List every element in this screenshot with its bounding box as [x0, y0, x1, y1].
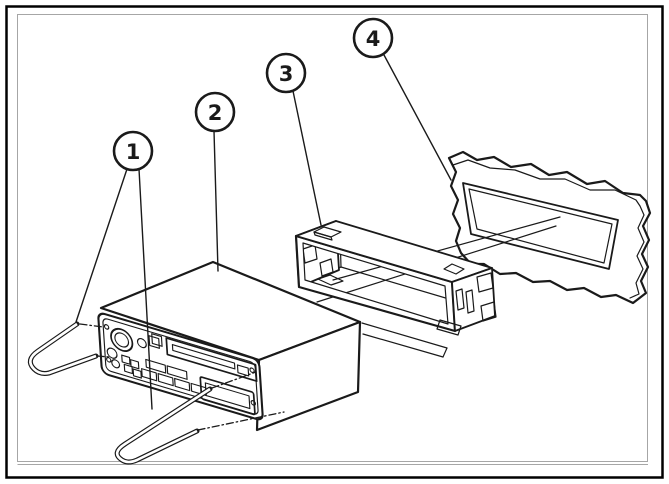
sleeve-bottom-tab	[436, 319, 462, 336]
insertion-guide-line-4	[197, 411, 285, 431]
alignment-line-upper	[332, 216, 561, 281]
callout-4-circle	[352, 17, 394, 59]
leader-line-1a	[75, 168, 128, 323]
bezel-opening	[462, 182, 619, 270]
preset-button-1	[145, 358, 167, 374]
insertion-guide-line-1	[79, 323, 104, 328]
radio-face-inner-bezel	[102, 318, 259, 415]
radio-face-outer-bezel	[97, 312, 264, 421]
removal-tool-upper-inner	[29, 322, 97, 375]
sleeve-right-hole-1	[476, 272, 494, 293]
sleeve-bottom-shelf-edge-1	[361, 322, 448, 349]
display-window	[199, 376, 256, 416]
diagram-artwork: 1 2 3 4	[27, 17, 652, 465]
small-button-2	[130, 359, 140, 370]
insertion-guide-line-3	[211, 371, 257, 389]
sleeve-top-tab-right	[443, 263, 465, 275]
volume-knob-cap	[114, 332, 130, 348]
eject-button-top	[151, 333, 163, 347]
mounting-sleeve	[294, 220, 497, 358]
sleeve-right-slot-1	[465, 289, 475, 314]
callout-2: 2	[194, 91, 236, 133]
callout-3-number: 3	[279, 62, 294, 86]
callouts: 1 2 3 4	[75, 17, 452, 410]
radio-unit	[97, 260, 362, 432]
preset-button-5	[174, 377, 191, 392]
cassette-door	[165, 337, 258, 382]
balance-knob	[106, 347, 118, 359]
leader-line-1b	[138, 168, 153, 410]
callout-1: 1	[112, 130, 154, 172]
callout-3: 3	[265, 52, 307, 94]
tool-hole-right-bottom	[250, 400, 256, 406]
sleeve-top-tab-left-side	[313, 231, 333, 241]
preset-button-3	[141, 368, 158, 382]
tuning-button	[136, 337, 147, 349]
fader-knob	[111, 359, 121, 369]
callout-4: 4	[352, 17, 394, 59]
small-button-4	[132, 368, 142, 379]
eject-button-front	[148, 335, 160, 349]
preset-button-4	[157, 372, 174, 387]
callout-4-number: 4	[366, 27, 381, 51]
leader-line-3	[292, 90, 322, 226]
insertion-guide-line-2	[96, 355, 110, 358]
radio-face	[97, 312, 264, 421]
small-button-3	[123, 363, 134, 375]
callout-2-number: 2	[208, 101, 223, 125]
callout-1-number: 1	[126, 140, 141, 164]
removal-tool-lower-inner	[115, 387, 211, 464]
bezel-opening-bevel	[468, 188, 613, 264]
bezel-edge-thickness-line	[452, 159, 645, 299]
preset-button-2	[166, 365, 188, 380]
tool-hole-right-top	[249, 367, 255, 374]
tool-hole-left-bottom	[106, 356, 112, 363]
callout-2-circle	[194, 91, 236, 133]
volume-knob	[110, 327, 134, 352]
sleeve-bottom-shelf-end	[442, 347, 448, 358]
leader-line-2	[213, 130, 219, 272]
sleeve-right-hole-2	[480, 301, 497, 322]
sleeve-front-opening	[302, 242, 449, 325]
cassette-slot	[171, 344, 236, 370]
callout-1-circle	[112, 130, 154, 172]
tool-hole-left-top	[103, 324, 110, 330]
removal-tools	[27, 321, 285, 465]
small-button-1	[121, 354, 131, 365]
sleeve-right-slot-2	[455, 288, 465, 311]
sleeve-left-wall-hole-2	[319, 258, 334, 277]
sleeve-bottom-shelf-edge-2	[362, 333, 444, 358]
leader-line-4	[383, 54, 452, 181]
cassette-side-button	[236, 364, 250, 377]
callout-3-circle	[265, 52, 307, 94]
